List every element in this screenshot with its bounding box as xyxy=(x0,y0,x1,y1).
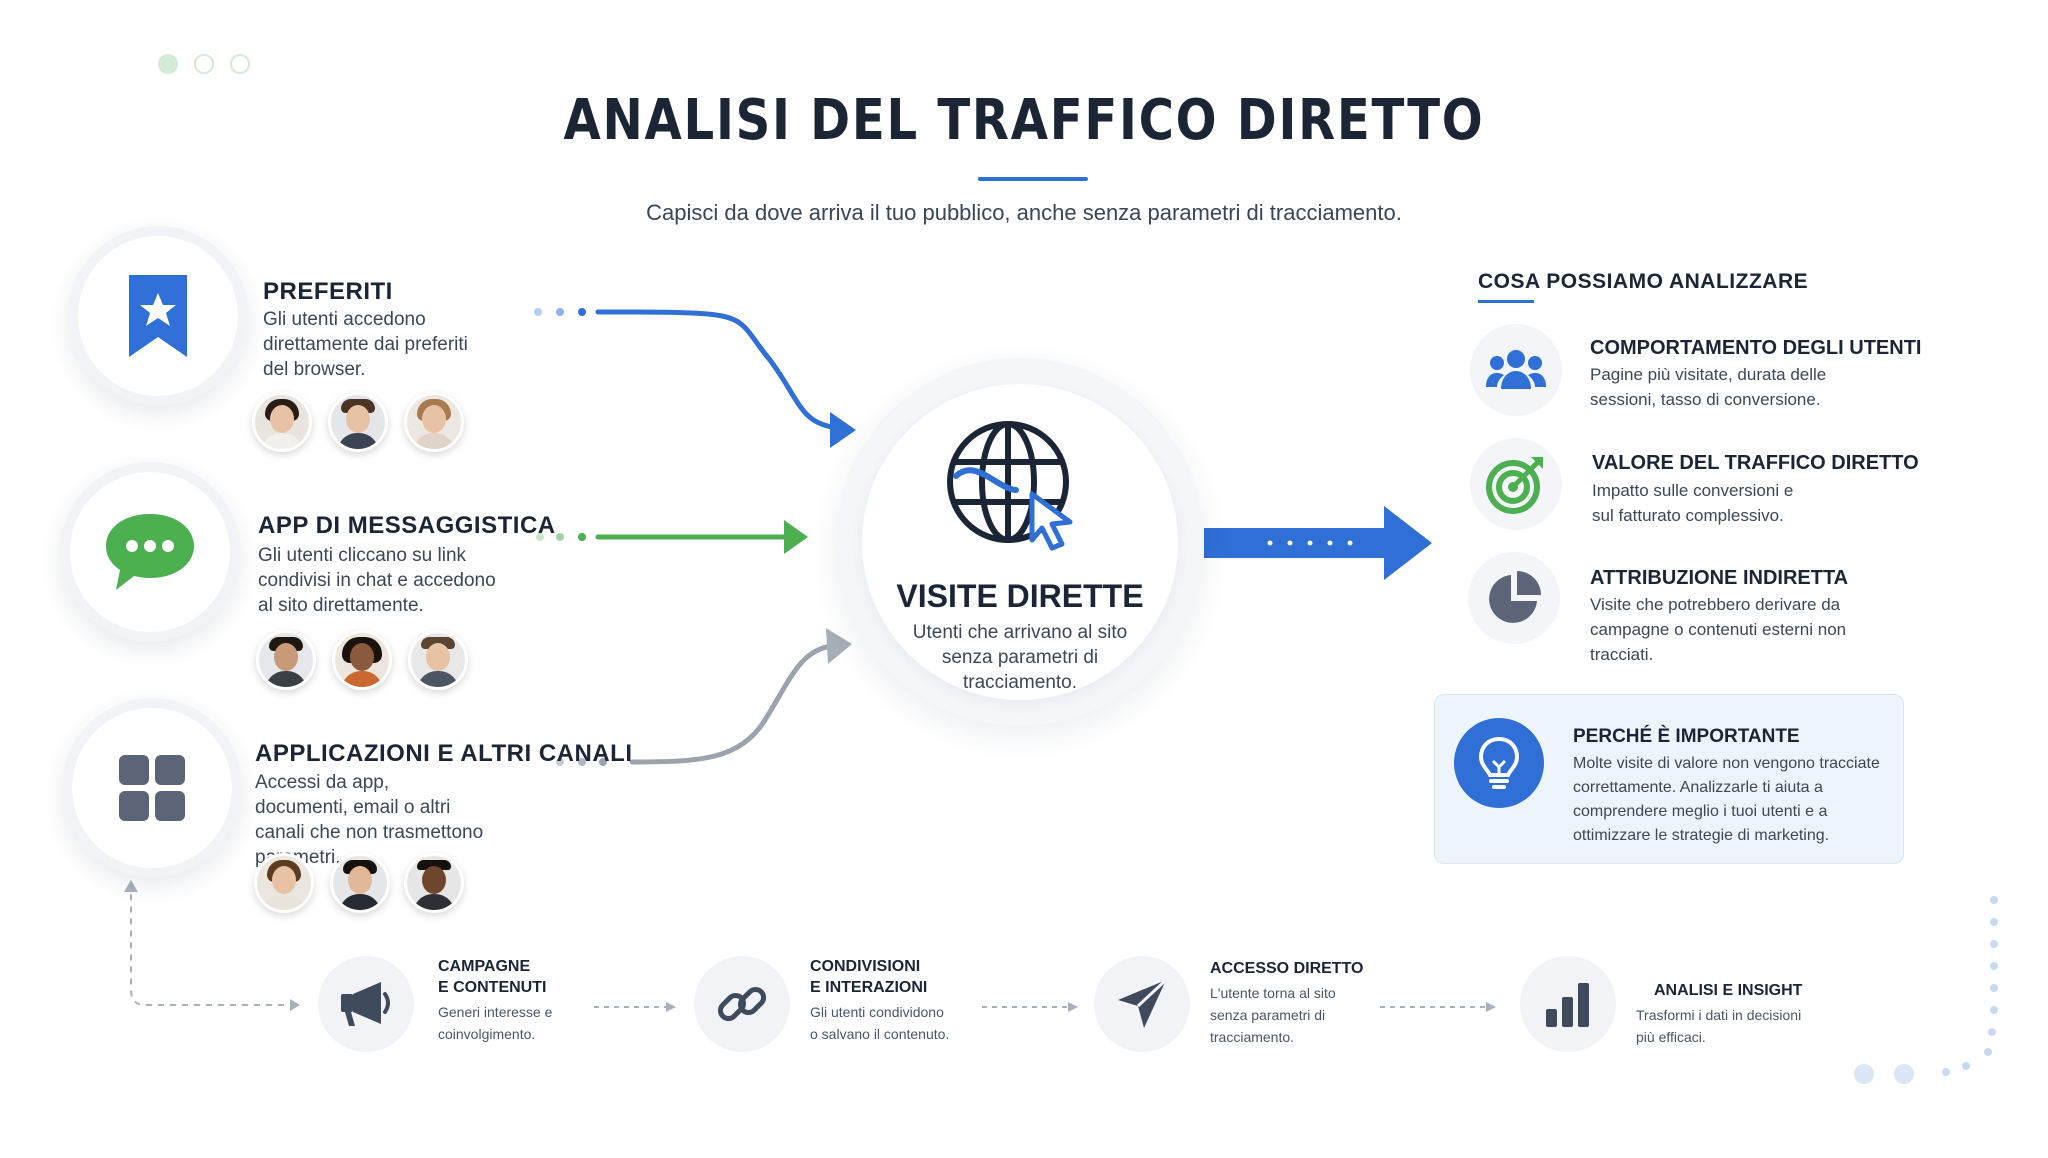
megaphone-icon xyxy=(341,982,390,1026)
window-dot-empty xyxy=(194,54,214,74)
users-group-icon xyxy=(1486,350,1546,389)
analysis-desc-valore: Impatto sulle conversioni e sul fatturat… xyxy=(1592,481,1794,525)
connector-altri-canali xyxy=(556,628,852,766)
analysis-title-attribuzione: ATTRIBUZIONE INDIRETTA xyxy=(1590,567,1849,589)
analysis-heading-underline xyxy=(1478,300,1534,303)
target-icon-circle xyxy=(1470,438,1562,530)
avatar xyxy=(254,853,314,913)
source-desc-preferiti: Gli utenti accedono direttamente dai pre… xyxy=(263,309,468,380)
paper-plane-icon-circle xyxy=(1094,956,1190,1052)
analysis-desc-comportamento: Pagine più visitate, durata delle sessio… xyxy=(1590,365,1827,409)
target-icon xyxy=(1486,457,1543,514)
connector-messaggistica xyxy=(536,520,808,554)
chat-circle xyxy=(60,462,240,642)
megaphone-icon-circle xyxy=(318,956,414,1052)
bookmark-circle xyxy=(68,226,248,406)
avatar xyxy=(256,630,316,690)
window-dot-green xyxy=(158,54,178,74)
lightbulb-icon xyxy=(1478,736,1520,789)
link-icon-circle xyxy=(694,956,790,1052)
pie-chart-icon xyxy=(1489,571,1541,623)
step-title-analisi: ANALISI E INSIGHT xyxy=(1654,982,1803,999)
importance-title: PERCHÉ È IMPORTANTE xyxy=(1573,726,1800,747)
avatar xyxy=(332,630,392,690)
decorative-dots xyxy=(1854,896,1998,1084)
page-title: ANALISI DEL TRAFFICO DIRETTO xyxy=(563,88,1485,153)
center-description: Utenti che arrivano al sito senza parame… xyxy=(912,622,1128,693)
source-desc-messaggistica: Gli utenti cliccano su link condivisi in… xyxy=(258,545,496,616)
apps-grid-icon xyxy=(119,755,185,821)
source-title-preferiti: PREFERITI xyxy=(263,278,393,305)
bar-chart-icon-circle xyxy=(1520,956,1616,1052)
loop-back-connector xyxy=(124,880,300,1011)
link-icon xyxy=(717,986,767,1022)
main-arrow xyxy=(1204,506,1432,580)
analysis-desc-attribuzione: Visite che potrebbero derivare da campag… xyxy=(1590,595,1847,664)
center-title: VISITE DIRETTE xyxy=(896,578,1144,614)
step-title-accesso: ACCESSO DIRETTO xyxy=(1210,960,1364,977)
bookmark-star-icon xyxy=(129,275,187,357)
step-connectors xyxy=(594,1002,1496,1012)
title-underline xyxy=(978,177,1088,181)
source-desc-altri-canali: Accessi da app, documenti, email o altri… xyxy=(255,772,484,868)
avatar xyxy=(330,853,390,913)
connector-preferiti xyxy=(534,308,856,448)
avatar xyxy=(404,853,464,913)
center-circle xyxy=(862,384,1178,700)
source-title-altri-canali: APPLICAZIONI E ALTRI CANALI xyxy=(255,740,633,767)
avatar xyxy=(328,392,388,452)
source-title-messaggistica: APP DI MESSAGGISTICA xyxy=(258,512,556,539)
chat-bubble-icon xyxy=(106,514,194,590)
apps-circle xyxy=(62,698,242,878)
analysis-title-comportamento: COMPORTAMENTO DEGLI UTENTI xyxy=(1590,337,1922,359)
window-dot-empty xyxy=(230,54,250,74)
avatar xyxy=(408,630,468,690)
avatar xyxy=(404,392,464,452)
paper-plane-icon xyxy=(1118,978,1168,1028)
avatar xyxy=(252,392,312,452)
page-subtitle: Capisci da dove arriva il tuo pubblico, … xyxy=(646,200,1402,225)
analysis-title-valore: VALORE DEL TRAFFICO DIRETTO xyxy=(1592,452,1919,474)
analysis-heading: COSA POSSIAMO ANALIZZARE xyxy=(1478,270,1809,293)
pie-icon-circle xyxy=(1468,552,1560,644)
globe-cursor-icon xyxy=(947,421,1073,551)
bar-chart-icon xyxy=(1546,983,1589,1027)
users-icon-circle xyxy=(1470,324,1562,416)
lightbulb-icon-circle xyxy=(1454,718,1544,808)
importance-description: Molte visite di valore non vengono tracc… xyxy=(1573,755,1880,844)
